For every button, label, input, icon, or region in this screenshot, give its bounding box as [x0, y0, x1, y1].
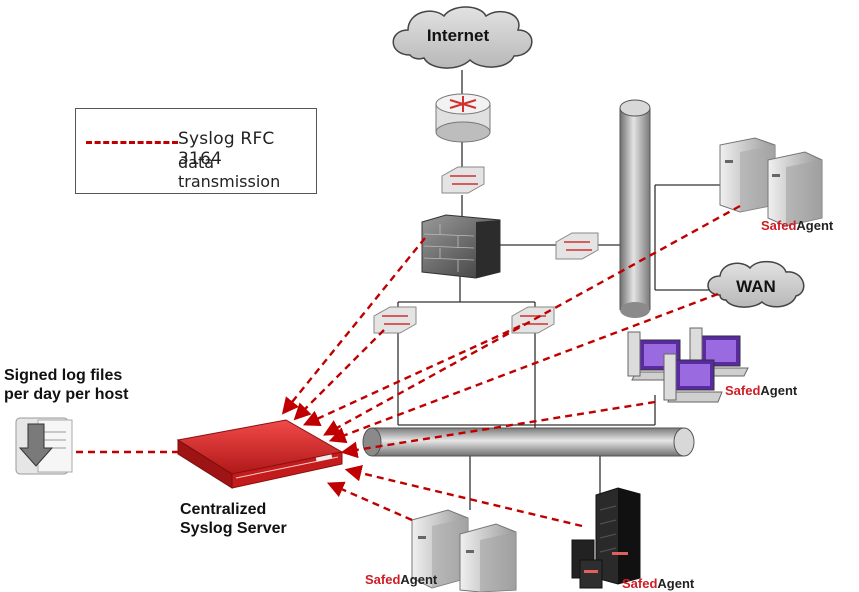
agent-label-servers-top: SafedAgent	[761, 219, 833, 233]
server-label: Centralized Syslog Server	[180, 500, 287, 538]
agent-prefix: Safed	[725, 383, 761, 398]
legend-dashed-line	[86, 141, 178, 144]
mainframe-icon	[571, 487, 641, 589]
agent-label-workstations: SafedAgent	[725, 384, 797, 398]
agent-suffix: Agent	[796, 218, 834, 233]
vertical-backbone	[619, 99, 651, 318]
agent-prefix: Safed	[622, 576, 658, 591]
server-label-line1: Centralized	[180, 501, 267, 518]
legend: Syslog RFC 3164 data transmission	[75, 108, 317, 194]
wan-cloud	[707, 260, 805, 308]
legend-line2: data transmission	[178, 153, 281, 191]
legend-line1: Syslog RFC 3164	[178, 129, 275, 169]
switch-left-icon	[373, 306, 417, 334]
agent-suffix: Agent	[657, 576, 695, 591]
agent-prefix: Safed	[761, 218, 797, 233]
signed-log-line1: Signed log files	[4, 367, 123, 384]
syslog-links	[76, 204, 741, 528]
workstations	[627, 327, 749, 403]
firewall-icon	[421, 214, 501, 279]
syslog-server-icon	[176, 419, 344, 489]
internet-label: Internet	[427, 26, 490, 45]
agent-label-servers-bottom: SafedAgent	[365, 573, 437, 587]
agent-suffix: Agent	[400, 572, 438, 587]
wan-label: WAN	[736, 277, 776, 296]
router-icon	[435, 93, 491, 143]
internet-cloud	[392, 6, 533, 69]
agent-suffix: Agent	[760, 383, 798, 398]
network-links	[397, 70, 725, 510]
log-file-icon	[15, 417, 73, 475]
signed-log-line2: per day per host	[4, 386, 129, 403]
server-towers-bottom	[411, 509, 517, 592]
server-label-line2: Syslog Server	[180, 520, 287, 537]
signed-log-label: Signed log files per day per host	[4, 366, 128, 404]
switch-right-icon	[555, 232, 599, 260]
server-towers-top	[719, 137, 823, 227]
agent-prefix: Safed	[365, 572, 401, 587]
horizontal-backbone	[362, 427, 695, 457]
switch-top-icon	[441, 166, 485, 194]
agent-label-mainframe: SafedAgent	[622, 577, 694, 591]
